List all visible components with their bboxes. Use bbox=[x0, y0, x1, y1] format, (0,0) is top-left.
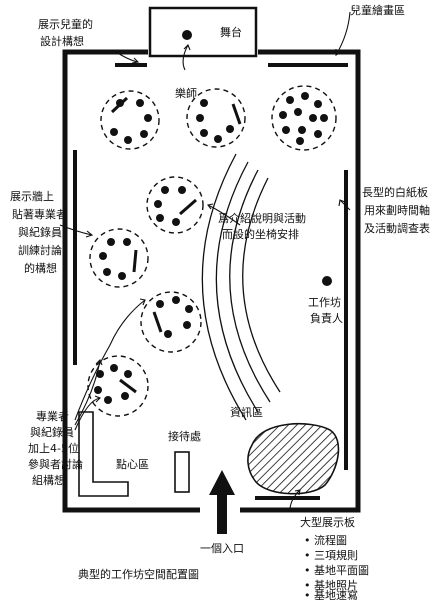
svg-text:而設的坐椅安排: 而設的坐椅安排 bbox=[222, 227, 299, 241]
info-area bbox=[247, 422, 340, 495]
svg-text:• 流程圖: • 流程圖 bbox=[304, 533, 347, 547]
svg-text:• 三項規則: • 三項規則 bbox=[304, 548, 358, 562]
label-children-drawing: 兒童繪畫區 bbox=[350, 3, 405, 17]
svg-text:用來劃時間軸: 用來劃時間軸 bbox=[364, 203, 430, 217]
group-5 bbox=[89, 228, 149, 288]
svg-text:• 基地平面圖: • 基地平面圖 bbox=[304, 564, 369, 577]
svg-text:與紀錄員: 與紀錄員 bbox=[30, 425, 74, 439]
svg-text:的構想: 的構想 bbox=[24, 261, 57, 275]
label-children-design-1: 展示兒童的 bbox=[38, 17, 93, 31]
svg-text:與紀錄員: 與紀錄員 bbox=[18, 225, 62, 239]
svg-text:組構想: 組構想 bbox=[32, 473, 65, 487]
svg-text:參與者討論: 參與者討論 bbox=[28, 457, 83, 471]
board-items-list: • 流程圖 • 三項規則 • 基地平面圖 • 基地照片 • 基地速寫 bbox=[304, 533, 369, 600]
label-stage: 舞台 bbox=[220, 25, 242, 39]
svg-text:負責人: 負責人 bbox=[310, 311, 343, 325]
label-caption: 典型的工作坊空間配置圖 bbox=[78, 567, 199, 581]
stage-box bbox=[148, 6, 258, 58]
label-info-area: 資訊區 bbox=[230, 405, 263, 419]
svg-text:• 基地速寫: • 基地速寫 bbox=[304, 588, 358, 600]
workshop-leader-dot bbox=[322, 276, 332, 286]
group-7 bbox=[87, 355, 149, 417]
svg-text:加上4-5位: 加上4-5位 bbox=[28, 441, 79, 455]
label-workshop-leader: 工作坊 負責人 bbox=[308, 295, 343, 325]
group-1 bbox=[100, 90, 160, 150]
label-wall-display: 展示牆上 貼著專業者 與紀錄員 訓練討論 的構想 bbox=[10, 189, 67, 275]
svg-text:及活動調查表: 及活動調查表 bbox=[364, 221, 430, 235]
svg-text:展示牆上: 展示牆上 bbox=[10, 189, 54, 203]
label-children-design-2: 設計構想 bbox=[40, 34, 84, 48]
seating-arcs bbox=[201, 153, 281, 421]
label-musician: 樂師 bbox=[175, 86, 197, 100]
svg-text:專業者: 專業者 bbox=[36, 410, 69, 423]
reception-counter bbox=[174, 451, 190, 493]
group-4 bbox=[146, 176, 204, 234]
label-snack-area: 點心區 bbox=[116, 458, 149, 471]
label-reception: 接待處 bbox=[168, 429, 201, 443]
svg-text:訓練討論: 訓練討論 bbox=[18, 243, 62, 257]
svg-text:貼著專業者: 貼著專業者 bbox=[12, 207, 67, 221]
room-walls bbox=[62, 49, 361, 513]
label-whiteboard: 長型的白紙板 用來劃時間軸 及活動調查表 bbox=[362, 185, 430, 235]
label-pro-group: 專業者 與紀錄員 加上4-5位 參與者討論 組構想 bbox=[28, 410, 83, 487]
label-seating: 爲介紹說明與活動 而設的坐椅安排 bbox=[218, 211, 306, 241]
label-entrance: 一個入口 bbox=[200, 542, 244, 555]
svg-text:長型的白紙板: 長型的白紙板 bbox=[362, 185, 428, 199]
svg-text:爲介紹說明與活動: 爲介紹說明與活動 bbox=[218, 211, 306, 225]
pointer-arrows bbox=[59, 11, 351, 511]
group-2 bbox=[186, 88, 246, 148]
group-6 bbox=[140, 291, 202, 353]
musician-dot bbox=[182, 30, 192, 40]
group-3 bbox=[271, 85, 337, 151]
display-bars bbox=[73, 63, 348, 500]
snack-area-table bbox=[78, 411, 129, 497]
entrance-arrow bbox=[209, 470, 235, 534]
label-big-board: 大型展示板 bbox=[300, 515, 355, 529]
svg-text:• 基地照片: • 基地照片 bbox=[304, 579, 358, 592]
svg-text:工作坊: 工作坊 bbox=[308, 295, 341, 309]
